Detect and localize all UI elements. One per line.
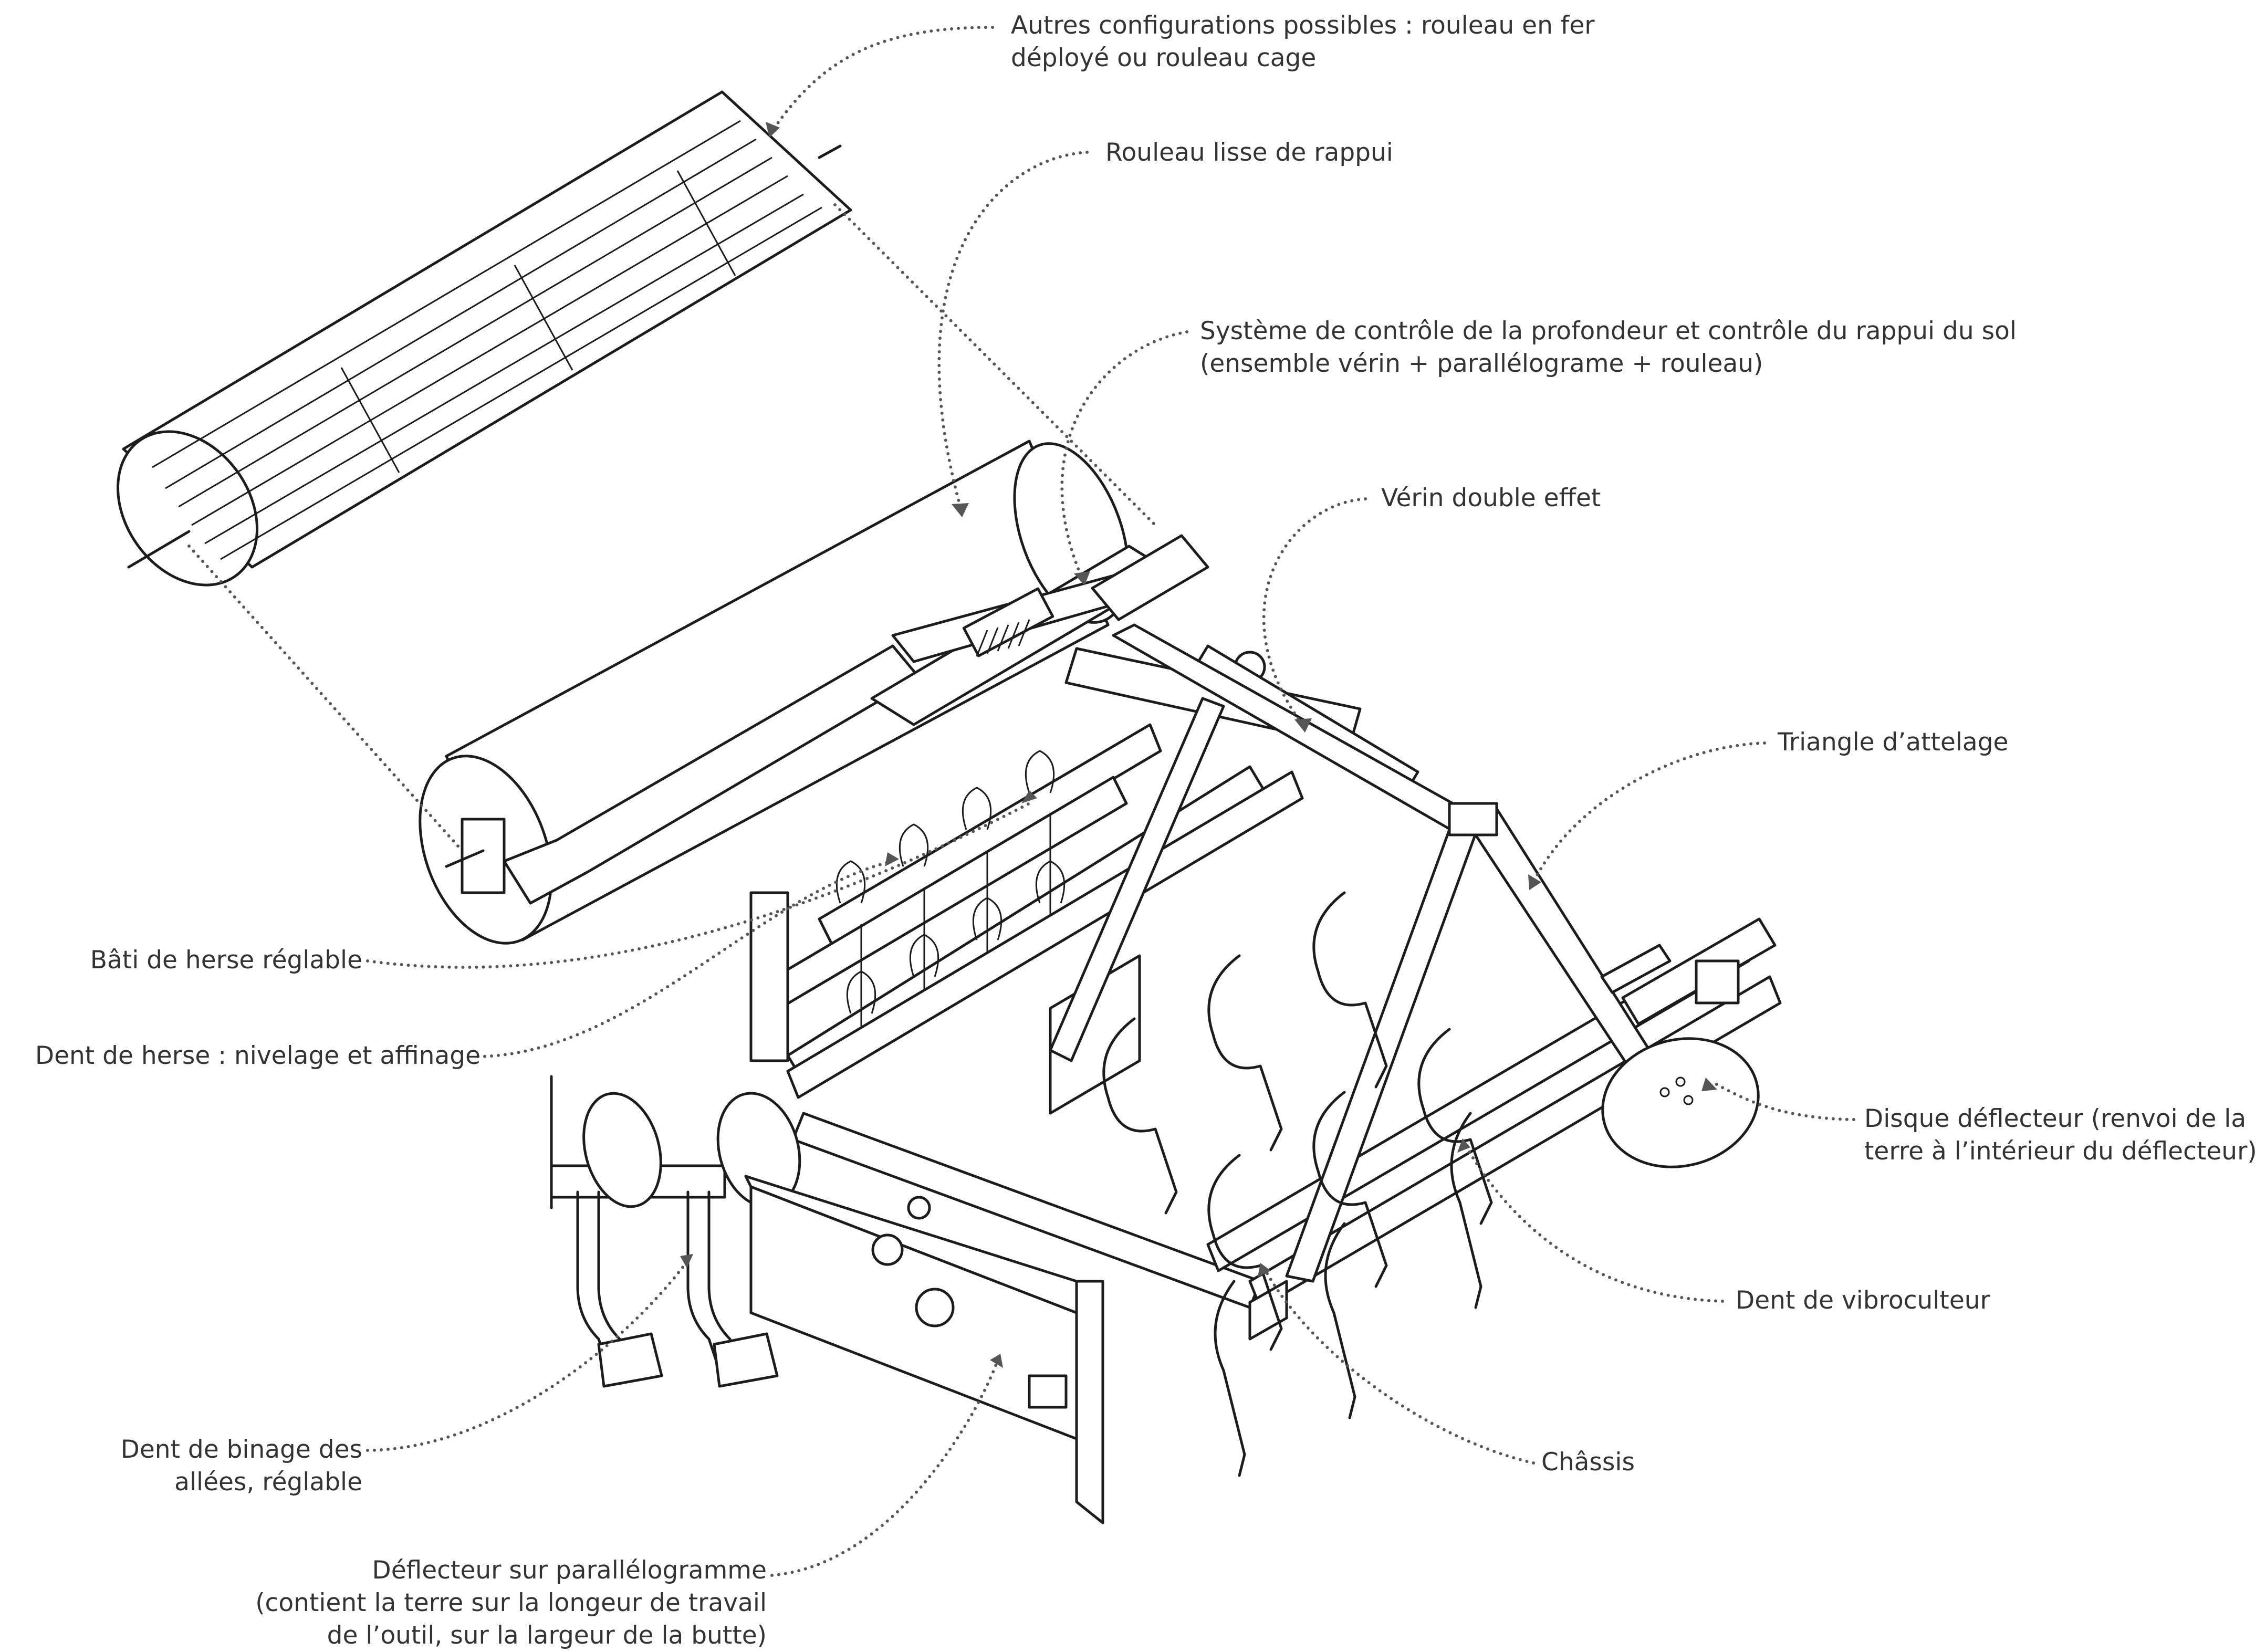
hitch-triangle [1049,623,1661,1283]
label-dent-vibro: Dent de vibroculteur [1736,1286,1990,1315]
label-triangle: Triangle d’attelage [1778,728,2009,757]
parallelogram-deflector [744,1175,1104,1524]
cage-roller [117,90,852,587]
label-autres-configurations: Autres configurations possibles : roulea… [1011,11,1595,72]
label-disque: Disque déflecteur (renvoi de la terre à … [1864,1104,2257,1166]
label-bati-herse: Bâti de herse réglable [90,946,362,975]
leader-lines [187,26,1855,1577]
label-verin: Vérin double effet [1381,484,1601,513]
label-deflecteur: Déflecteur sur parallélogramme (contient… [255,1556,767,1650]
label-chassis: Châssis [1541,1448,1635,1477]
label-dent-binage: Dent de binage des allées, réglable [120,1435,362,1497]
leader-arrowheads [680,122,1717,1368]
label-rouleau-lisse: Rouleau lisse de rappui [1105,138,1393,167]
deflector-disc [1600,944,1760,1168]
label-systeme-controle: Système de contrôle de la profondeur et … [1200,317,2017,378]
vibroculteur-tines [1102,891,1493,1477]
label-dent-herse: Dent de herse : nivelage et affinage [35,1041,481,1070]
